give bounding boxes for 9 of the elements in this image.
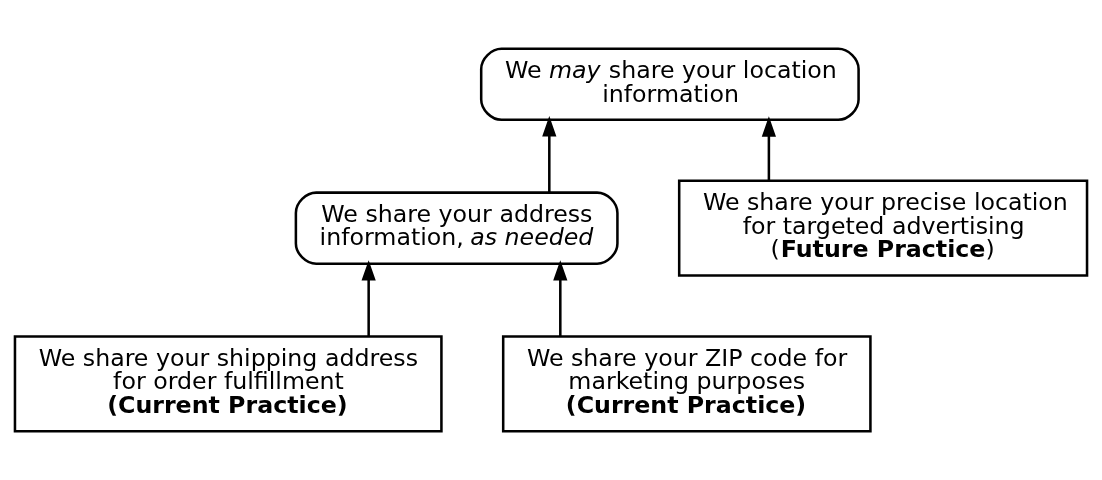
node-box: We may share your location information	[479, 47, 860, 122]
arrow	[361, 260, 376, 337]
node-box: We share your address information, as needed	[294, 191, 619, 265]
node-box: We share your precise location for targeted advertising (Future Practice)	[677, 179, 1089, 277]
arrow	[542, 116, 557, 193]
arrow	[553, 260, 568, 337]
node-box: We share your shipping address for order fulfillment (Current Practice)	[13, 335, 443, 433]
node-box: We share your ZIP code for marketing purposes (Current Practice)	[501, 335, 872, 433]
arrow	[761, 116, 776, 181]
